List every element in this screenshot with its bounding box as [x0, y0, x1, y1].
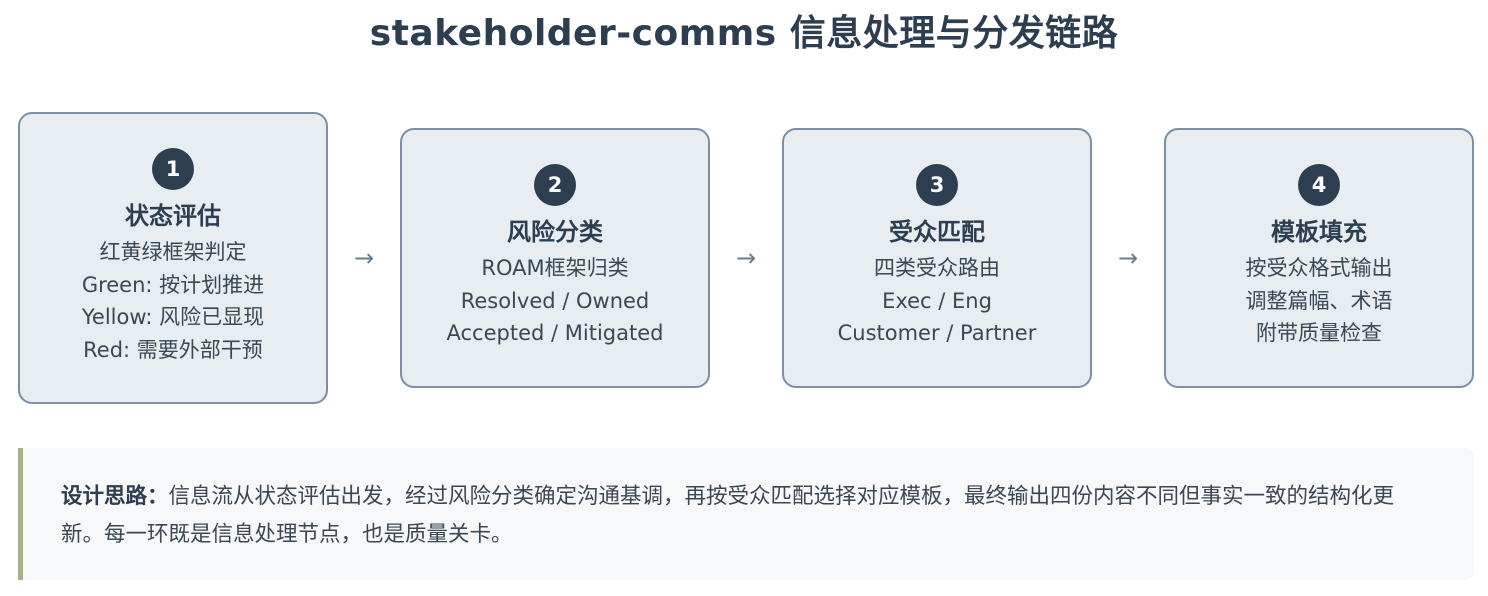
step-risk-classification: 2 风险分类 ROAM框架归类 Resolved / Owned Accepte… [400, 128, 710, 388]
step-description: 红黄绿框架判定 Green: 按计划推进 Yellow: 风险已显现 Red: … [82, 236, 264, 366]
step-line: Accepted / Mitigated [446, 321, 664, 345]
step-title: 受众匹配 [889, 218, 985, 246]
step-number-badge: 1 [152, 148, 194, 190]
step-title: 风险分类 [507, 218, 603, 246]
diagram-title: stakeholder-comms 信息处理与分发链路 [369, 13, 1119, 54]
design-note-body: 信息流从状态评估出发，经过风险分类确定沟通基调，再按受众匹配选择对应模板，最终输… [61, 484, 1395, 547]
step-line: ROAM框架归类 [481, 256, 629, 280]
step-number-badge: 4 [1298, 164, 1340, 206]
step-status-assessment: 1 状态评估 红黄绿框架判定 Green: 按计划推进 Yellow: 风险已显… [18, 112, 328, 404]
step-number-badge: 2 [534, 164, 576, 206]
step-number-badge: 3 [916, 164, 958, 206]
step-template-filling: 4 模板填充 按受众格式输出 调整篇幅、术语 附带质量检查 [1164, 128, 1474, 388]
design-note-text: 设计思路：信息流从状态评估出发，经过风险分类确定沟通基调，再按受众匹配选择对应模… [61, 478, 1434, 554]
step-description: ROAM框架归类 Resolved / Owned Accepted / Mit… [447, 252, 664, 350]
step-line: 按受众格式输出 [1245, 256, 1393, 280]
step-line: Green: 按计划推进 [81, 272, 265, 297]
design-note-label: 设计思路： [61, 484, 169, 509]
step-audience-matching: 3 受众匹配 四类受众路由 Exec / Eng Customer / Part… [782, 128, 1092, 388]
step-title: 模板填充 [1271, 218, 1367, 246]
step-line: Resolved / Owned [460, 288, 650, 313]
design-note-callout: 设计思路：信息流从状态评估出发，经过风险分类确定沟通基调，再按受众匹配选择对应模… [18, 448, 1474, 580]
arrow-right-icon: → [353, 244, 375, 272]
step-description: 按受众格式输出 调整篇幅、术语 附带质量检查 [1246, 252, 1393, 350]
arrow-right-icon: → [735, 244, 757, 272]
step-line: 调整篇幅、术语 [1245, 288, 1393, 313]
step-line: 附带质量检查 [1256, 321, 1382, 345]
step-description: 四类受众路由 Exec / Eng Customer / Partner [838, 252, 1037, 350]
step-line: Yellow: 风险已显现 [81, 305, 265, 329]
arrow-right-icon: → [1117, 244, 1139, 272]
step-line: 红黄绿框架判定 [99, 240, 247, 264]
process-flow: 1 状态评估 红黄绿框架判定 Green: 按计划推进 Yellow: 风险已显… [18, 112, 1474, 404]
step-line: Red: 需要外部干预 [83, 337, 263, 362]
step-line: Customer / Partner [837, 321, 1037, 345]
step-title: 状态评估 [125, 202, 221, 230]
step-line: Exec / Eng [882, 288, 992, 313]
step-line: 四类受众路由 [873, 256, 1000, 280]
